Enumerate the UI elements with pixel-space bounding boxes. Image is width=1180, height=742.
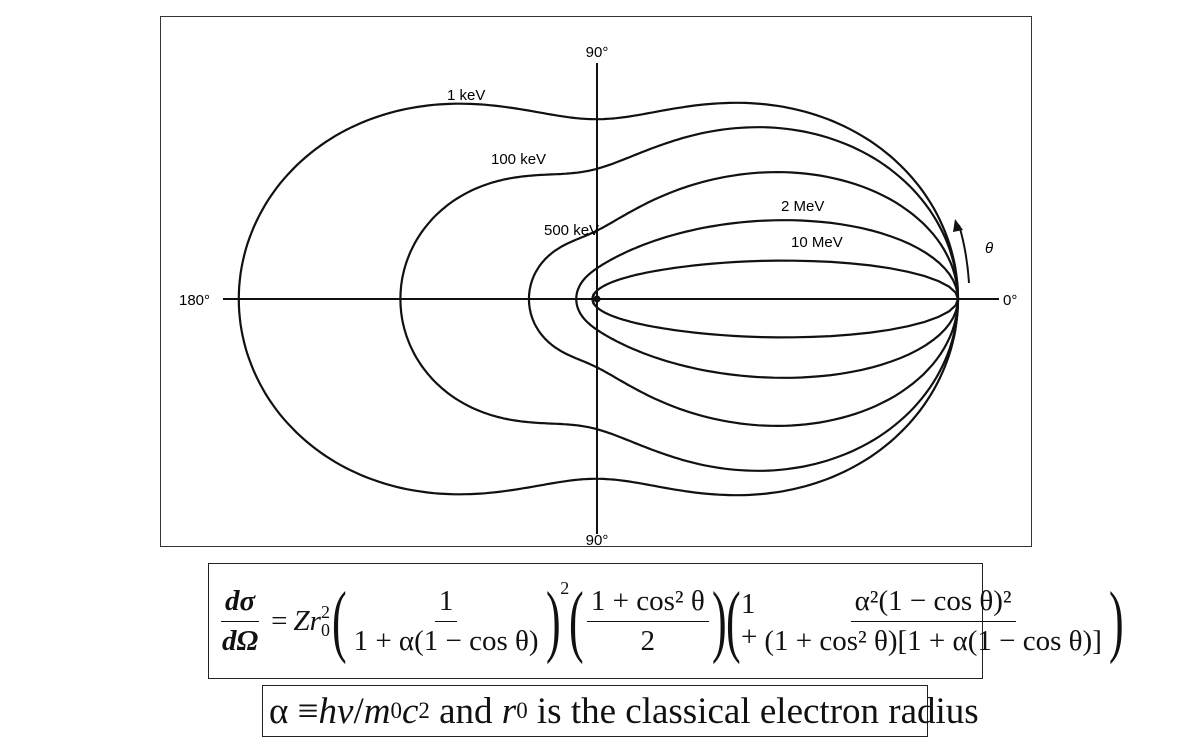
curve-500-kev xyxy=(527,170,960,428)
lhs-numerator: dσ xyxy=(221,585,260,622)
alpha-def-prefix: α ≡ xyxy=(269,690,319,732)
curve-label-2-mev: 2 MeV xyxy=(781,198,824,215)
curve-label-100-kev: 100 keV xyxy=(491,151,546,168)
alpha-def-suffix: is the classical electron radius xyxy=(527,690,979,732)
polar-plot-frame: 1 keV 100 keV 500 keV 2 MeV 10 MeV 90° 90° 1… xyxy=(160,16,1032,548)
fraction-3-denominator: (1 + cos² θ)[1 + α(1 − cos θ)] xyxy=(764,624,1102,657)
alpha-def-r: r xyxy=(501,690,517,732)
z-symbol: Z xyxy=(293,604,310,637)
angle-label-right: 0° xyxy=(1003,292,1017,309)
alpha-def-m: m xyxy=(363,690,391,732)
angle-label-bottom: 90° xyxy=(586,532,609,548)
curve-labels: 1 keV 100 keV 500 keV 2 MeV 10 MeV xyxy=(447,87,843,251)
squared-exponent: 2 xyxy=(560,578,570,598)
curve-label-1-kev: 1 keV xyxy=(447,87,485,104)
curve-2-mev xyxy=(575,219,960,379)
fraction-1-denominator: 1 + α(1 − cos θ) xyxy=(353,624,539,657)
angle-label-left: 180° xyxy=(179,292,210,309)
alpha-def-and: and xyxy=(429,690,502,732)
curve-label-10-mev: 10 MeV xyxy=(791,234,843,251)
r-subscript: 0 xyxy=(320,620,330,640)
lhs-denominator: dΩ xyxy=(222,624,259,657)
alpha-def-hv: hν xyxy=(318,690,354,732)
polar-plot: 1 keV 100 keV 500 keV 2 MeV 10 MeV 90° 90° 1… xyxy=(179,44,1017,548)
fraction-2: 1 + cos² θ 2 xyxy=(586,585,709,658)
curve-10-mev xyxy=(591,259,960,339)
alpha-def-c: c xyxy=(401,690,419,732)
theta-arrowhead-icon xyxy=(953,219,963,232)
theta-arrow xyxy=(958,224,970,284)
fraction-1: 1 1 + α(1 − cos θ) xyxy=(350,585,543,658)
fraction-2-numerator: 1 + cos² θ xyxy=(586,585,709,622)
alpha-def-m-subscript: 0 xyxy=(390,698,402,723)
fraction-1-numerator: 1 xyxy=(434,585,458,622)
r-superscript: 2 xyxy=(320,602,330,623)
curve-label-500-kev: 500 keV xyxy=(544,222,599,239)
curve-100-kev xyxy=(399,126,960,472)
fraction-2-denominator: 2 xyxy=(640,624,656,657)
alpha-def-r-subscript: 0 xyxy=(516,698,528,723)
origin-dot xyxy=(593,295,601,303)
r-symbol: r xyxy=(309,604,321,637)
alpha-def-c-superscript: 2 xyxy=(418,698,430,723)
lhs-fraction: dσ dΩ xyxy=(218,585,262,658)
fraction-3: α²(1 − cos θ)² (1 + cos² θ)[1 + α(1 − co… xyxy=(760,585,1106,658)
alpha-def-slash: / xyxy=(353,690,364,732)
curve-1-kev xyxy=(237,101,960,497)
fraction-3-numerator: α²(1 − cos θ)² xyxy=(850,585,1016,622)
angular-distribution-curves xyxy=(237,101,960,497)
angle-label-top: 90° xyxy=(586,44,609,61)
equals-sign: = xyxy=(271,604,288,637)
theta-label: θ xyxy=(985,240,993,257)
one-plus: 1 + xyxy=(741,588,758,653)
